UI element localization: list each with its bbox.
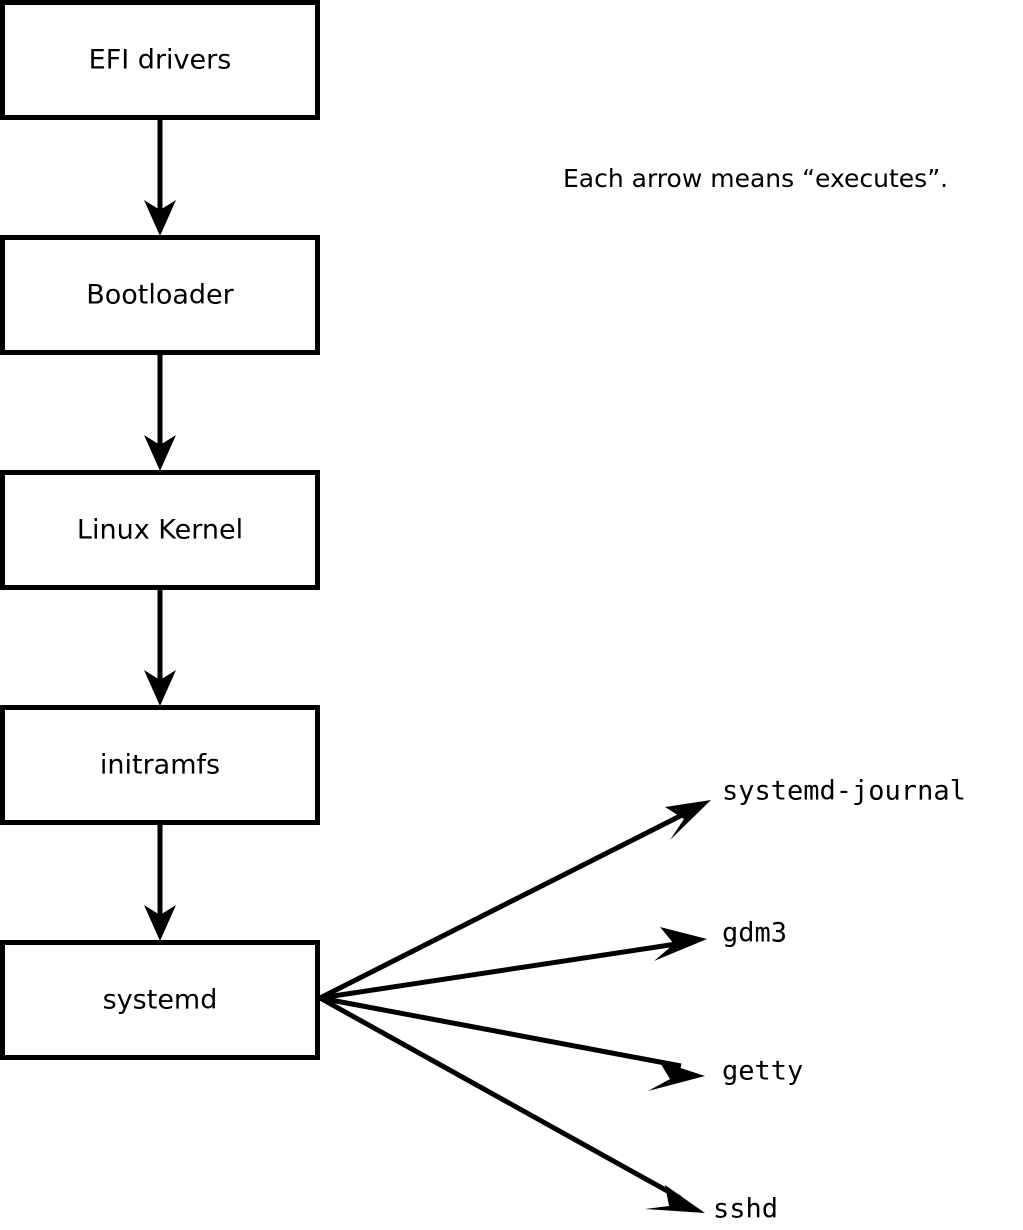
node-box[interactable] (0, 470, 320, 590)
leaf-nodes: systemd-journal gdm3 getty sshd (713, 776, 966, 1225)
node-label: Linux Kernel (77, 515, 243, 546)
edge-systemd-to-getty (319, 995, 705, 1091)
node-box[interactable] (0, 0, 320, 120)
arrow-head-down-icon (144, 435, 176, 471)
edge-line (318, 995, 682, 1201)
edge-systemd-to-gdm3 (319, 927, 707, 1001)
node-label-systemd-journal[interactable]: systemd-journal (722, 776, 966, 807)
edge-initramfs-to-systemd (144, 823, 176, 941)
arrow-head-icon (654, 927, 707, 961)
edge-line (318, 809, 690, 1001)
node-box[interactable] (0, 705, 320, 825)
edge-line (319, 995, 682, 1069)
node-label-getty[interactable]: getty (722, 1056, 803, 1087)
arrow-head-down-icon (144, 670, 176, 706)
edge-line (319, 940, 684, 1001)
node-label: initramfs (100, 750, 220, 781)
edge-efi-drivers-to-bootloader (144, 118, 176, 236)
edge-bootloader-to-linux-kernel (144, 353, 176, 471)
node-linux-kernel[interactable]: Linux Kernel (0, 470, 320, 590)
node-label-gdm3[interactable]: gdm3 (722, 918, 787, 949)
arrow-head-icon (648, 1061, 705, 1091)
node-bootloader[interactable]: Bootloader (0, 235, 320, 355)
node-systemd[interactable]: systemd (0, 940, 320, 1060)
arrow-head-icon (665, 800, 711, 840)
edge-systemd-to-systemd-journal (318, 800, 711, 1001)
chain-nodes: EFI drivers Bootloader Linux Kernel init… (0, 0, 320, 1060)
arrow-head-down-icon (144, 905, 176, 941)
node-efi-drivers[interactable]: EFI drivers (0, 0, 320, 120)
node-box[interactable] (0, 940, 320, 1060)
node-label-sshd[interactable]: sshd (713, 1194, 778, 1225)
diagram-caption: Each arrow means “executes”. (563, 164, 948, 193)
node-initramfs[interactable]: initramfs (0, 705, 320, 825)
edge-linux-kernel-to-initramfs (144, 588, 176, 706)
edge-systemd-to-sshd (318, 995, 705, 1213)
chain-edges (144, 118, 176, 941)
arrow-head-icon (645, 1185, 705, 1213)
node-label: EFI drivers (89, 45, 232, 76)
node-label: systemd (103, 985, 218, 1016)
fanout-edges (318, 800, 711, 1213)
node-label: Bootloader (86, 280, 234, 311)
node-box[interactable] (0, 235, 320, 355)
arrow-head-down-icon (144, 200, 176, 236)
